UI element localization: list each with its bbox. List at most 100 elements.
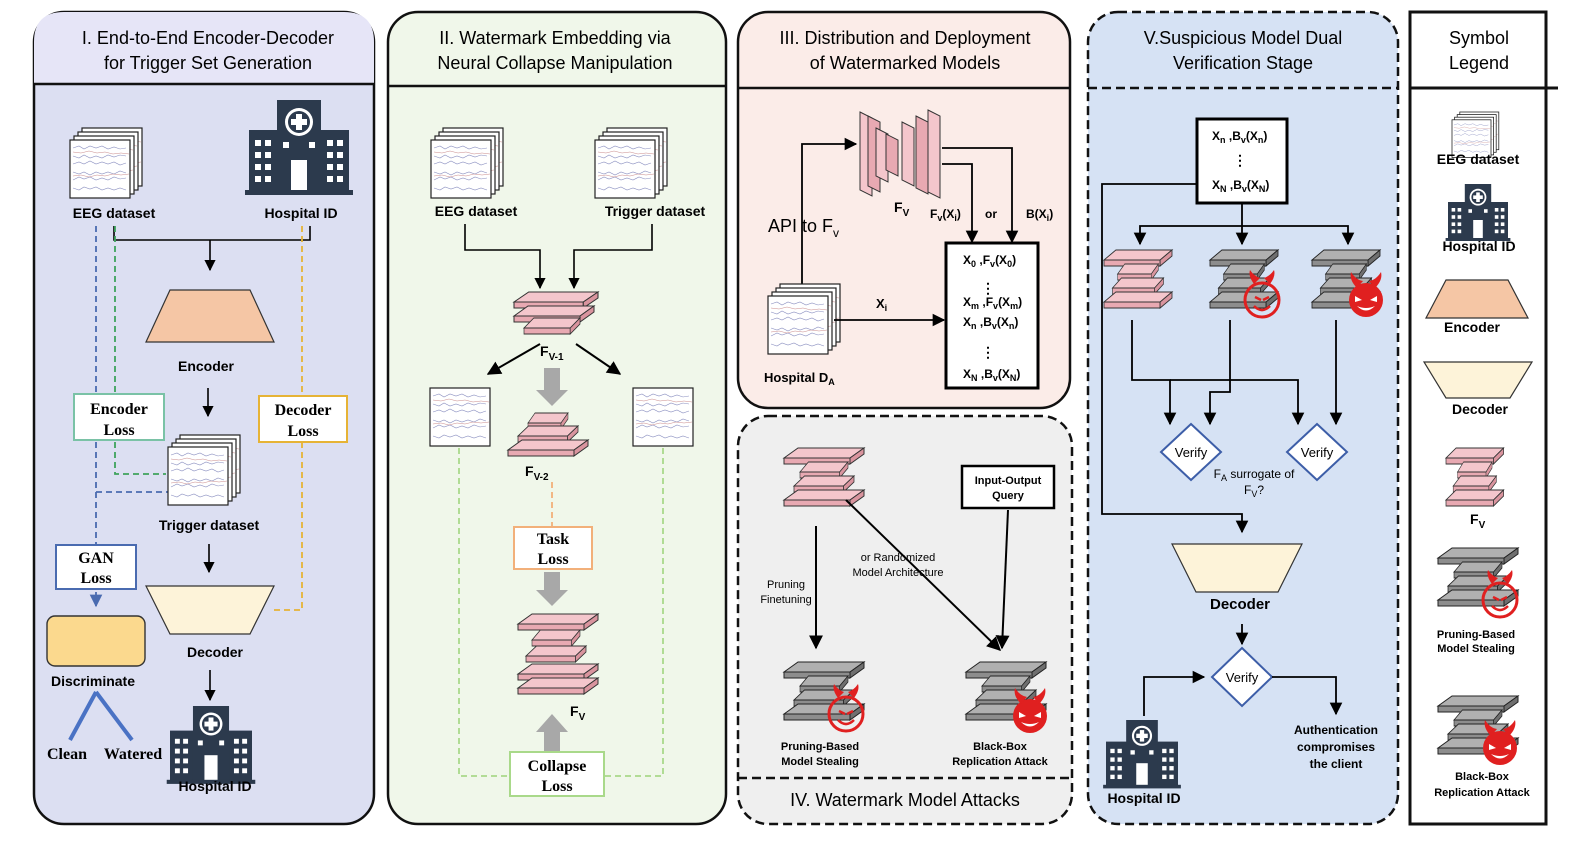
verify-diamond-1 — [1159, 422, 1223, 482]
eeg-dataset-icon-2 — [431, 128, 503, 198]
panel-5: V.Suspicious Model Dual Verification Sta… — [1086, 10, 1400, 826]
legend-title-line2: Legend — [1449, 53, 1509, 73]
eeg-sample-right — [632, 387, 694, 447]
task-loss-line2: Loss — [537, 551, 568, 568]
legend-panel: Symbol Legend EEG dataset Hospital ID En… — [1408, 10, 1558, 826]
fv1-label: FV-1 — [540, 343, 564, 363]
collapse-loss-line2: Loss — [541, 778, 572, 795]
collapse-loss-box — [509, 751, 605, 797]
input-output-line1: Input-Output — [975, 475, 1042, 487]
eeg-dataset-icon — [70, 128, 142, 198]
verify-data-row-1: XN ,Bv(XN) — [1212, 178, 1269, 194]
legend-encoder-label: Encoder — [1444, 319, 1501, 335]
verify-data-rows: Xn ,Bv(Xn) XN ,Bv(XN) — [1212, 129, 1269, 194]
panel-1-title-line2: for Trigger Set Generation — [104, 53, 312, 73]
discriminate-box — [46, 615, 146, 667]
eeg-dataset-label-2: EEG dataset — [435, 203, 518, 219]
panel-1: I. End-to-End Encoder-Decoder for Trigge… — [32, 10, 376, 826]
gray-arrow-up — [536, 714, 568, 752]
hospital-data-icon — [768, 284, 840, 354]
legend-pruning-line2: Model Stealing — [1437, 643, 1515, 655]
panel-2: II. Watermark Embedding via Neural Colla… — [386, 10, 728, 826]
fv2-label: FV-2 — [525, 463, 549, 483]
query-result-row-3: XN ,Bv(XN) — [963, 367, 1020, 383]
encoder-loss-box — [73, 393, 165, 441]
legend-decoder-label: Decoder — [1452, 401, 1509, 417]
surrogate-line2: FV? — [1244, 483, 1264, 499]
verify-data-box — [1195, 117, 1289, 205]
decoder-shape — [145, 585, 275, 635]
surrogate-line1: FA surrogate of — [1214, 467, 1295, 483]
fv-label-2: FV — [570, 703, 586, 723]
verify-label-2: Verify — [1301, 445, 1334, 460]
query-result-row-2: Xn ,Bv(Xn) — [963, 315, 1018, 331]
trigger-dataset-label-2: Trigger dataset — [605, 203, 706, 219]
encoder-label: Encoder — [178, 358, 235, 374]
panel-4-title: IV. Watermark Model Attacks — [790, 790, 1020, 810]
pruning-stealing-line2: Model Stealing — [781, 756, 859, 768]
panel-3-title-line1: III. Distribution and Deployment — [779, 28, 1030, 48]
panel-4: IV. Watermark Model Attacks Input-Output… — [736, 414, 1074, 826]
query-result-row-0: X0 ,Fv(X0) — [963, 253, 1016, 269]
task-loss-box — [513, 526, 593, 570]
legend-fv-label: FV — [1470, 511, 1486, 531]
hospital-id-label-5: Hospital ID — [1107, 790, 1180, 806]
verify-diamond-2 — [1285, 422, 1349, 482]
query-result-box — [944, 241, 1040, 390]
b-xi-label: B(Xi) — [1026, 207, 1053, 223]
blackbox-line1: Black-Box — [973, 741, 1028, 753]
verify-label-1: Verify — [1175, 445, 1208, 460]
dots-1: ⋮ — [981, 280, 995, 296]
panel-2-title-line2: Neural Collapse Manipulation — [437, 53, 672, 73]
query-result-row-1: Xm ,Fv(Xm) — [963, 295, 1022, 311]
decoder-label-5: Decoder — [1210, 596, 1270, 613]
panel-5-frame — [1086, 10, 1400, 826]
legend-eeg-label: EEG dataset — [1437, 151, 1520, 167]
hospital-da-label: Hospital DA — [764, 370, 835, 387]
legend-hospital-label: Hospital ID — [1442, 238, 1515, 254]
hospital-id-bottom-label: Hospital ID — [178, 778, 251, 794]
encoder-loss-line2: Loss — [103, 422, 134, 439]
watered-label: Watered — [104, 746, 162, 763]
legend-title-line1: Symbol — [1449, 28, 1509, 48]
dots-3: ⋮ — [1233, 152, 1247, 168]
blackbox-line2: Replication Attack — [952, 756, 1048, 768]
fv-xi-label: Fv(Xi) — [930, 207, 961, 223]
trigger-dataset-icon-2 — [595, 128, 667, 198]
gan-loss-box — [55, 544, 137, 590]
pruning-line2: Finetuning — [760, 594, 811, 606]
fv-label-3: FV — [894, 199, 910, 219]
panel-4-frame — [736, 414, 1074, 826]
auth-line2: compromises — [1297, 740, 1375, 754]
encoder-shape — [145, 289, 275, 343]
task-loss-line1: Task — [537, 531, 569, 548]
clean-label: Clean — [47, 746, 87, 763]
gray-arrow-down-1 — [536, 368, 568, 406]
input-output-query-box — [960, 464, 1056, 510]
panel-3: III. Distribution and Deployment of Wate… — [736, 10, 1072, 410]
trigger-dataset-label: Trigger dataset — [159, 517, 260, 533]
dots-2: ⋮ — [981, 344, 995, 360]
panel-2-title-line1: II. Watermark Embedding via — [439, 28, 671, 48]
legend-blackbox-line2: Replication Attack — [1434, 787, 1530, 799]
decoder-loss-line1: Decoder — [275, 402, 332, 419]
panel-1-header-bg — [34, 12, 374, 84]
hospital-id-label: Hospital ID — [264, 205, 337, 221]
trigger-dataset-icon — [168, 435, 240, 505]
pruning-stealing-line1: Pruning-Based — [781, 741, 859, 753]
verify-diamond-3 — [1210, 646, 1274, 708]
verify-data-row-0: Xn ,Bv(Xn) — [1212, 129, 1267, 145]
or-label: or — [985, 207, 997, 221]
legend-decoder-shape — [1422, 361, 1534, 399]
eeg-dataset-label: EEG dataset — [73, 205, 156, 221]
eeg-sample-left — [429, 387, 491, 447]
xi-label: Xi — [876, 296, 887, 313]
legend-blackbox-line1: Black-Box — [1455, 771, 1510, 783]
decoder-shape-5 — [1171, 543, 1303, 593]
collapse-loss-line1: Collapse — [528, 758, 587, 775]
decoder-loss-box — [258, 395, 348, 443]
legend-pruning-line1: Pruning-Based — [1437, 629, 1515, 641]
pruning-line1: Pruning — [767, 579, 805, 591]
panel-3-title-line2: of Watermarked Models — [810, 53, 1000, 73]
legend-encoder-shape — [1425, 279, 1529, 319]
